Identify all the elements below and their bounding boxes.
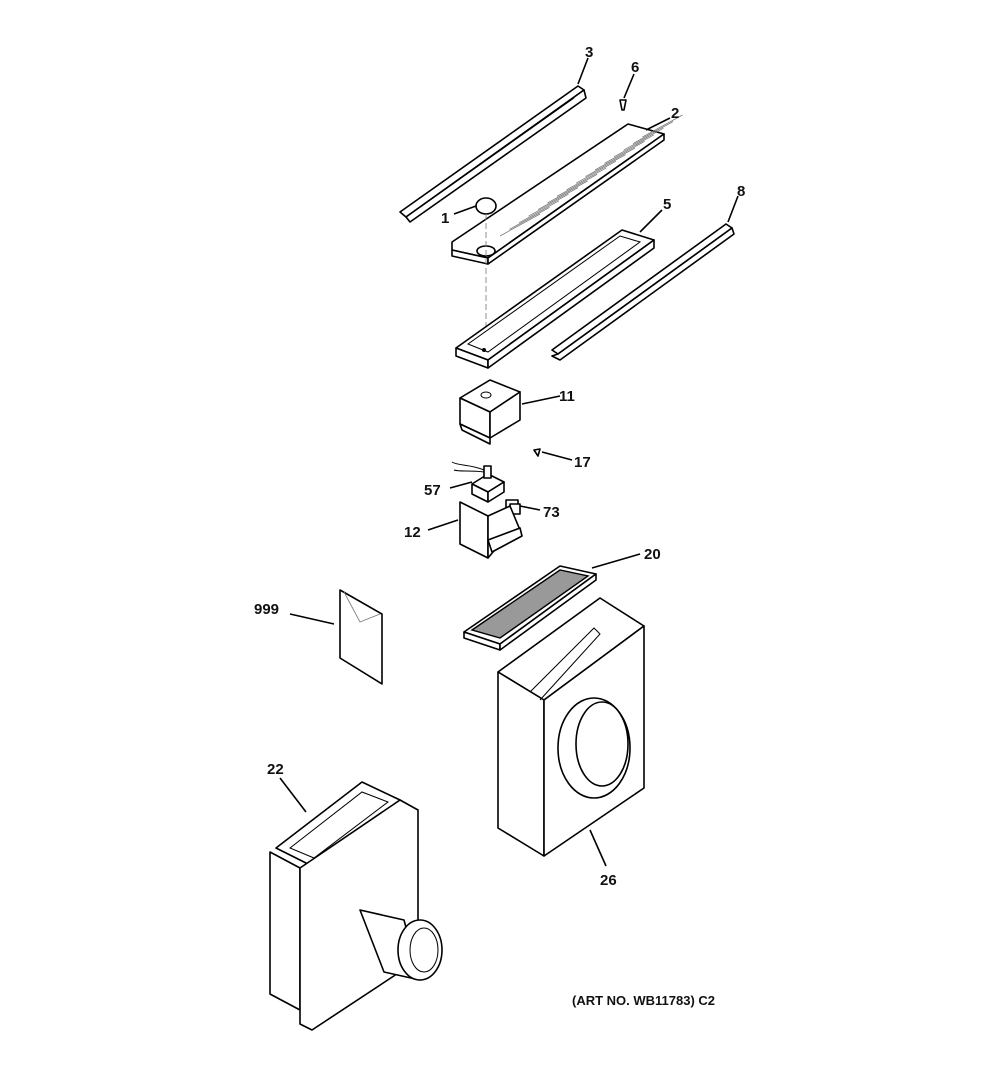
label-8: 8 [737,183,745,200]
grille-slot [537,187,579,210]
part-22-blower-duct [269,781,443,1031]
grille-slot [642,114,683,138]
label-22: 22 [267,761,284,778]
grille-slot [604,141,645,164]
part-11-bracket [459,379,521,445]
part-5-tray [455,229,655,369]
part-8-trim-rail [551,223,735,361]
label-17: 17 [574,454,591,471]
label-6: 6 [631,59,639,76]
part-20-filter [463,565,597,651]
grille-slot [632,121,674,144]
label-11: 11 [559,388,575,405]
part-26-blower-housing [497,597,645,857]
label-999: 999 [254,601,279,618]
grille-slot [566,167,607,191]
leader-lines [279,57,739,867]
grille-slot [613,134,655,158]
grille-slot [528,193,569,217]
grille-slot [585,154,626,177]
label-5: 5 [663,196,671,213]
part-999-literature [339,589,383,685]
grille-slot [509,207,550,230]
callout-labels: 3 6 2 1 5 8 11 17 57 73 12 20 999 22 26 … [254,44,745,1008]
grille-slot [594,147,636,171]
grille-slot [623,127,664,151]
grille-slot [556,174,598,197]
label-3: 3 [585,44,593,61]
label-12: 12 [404,524,421,541]
art-number: (ART NO. WB11783) C2 [572,993,715,1008]
part-6-screw [619,99,627,111]
part-3-trim-rail [399,85,587,223]
label-2: 2 [671,105,679,122]
label-57: 57 [424,482,441,499]
part-57-switch [451,461,505,503]
label-73: 73 [543,504,560,521]
label-20: 20 [644,546,661,563]
grille-slot [575,160,617,184]
grille-slot [499,213,541,237]
part-17-screw [533,448,541,457]
grille-slot [547,180,588,204]
part-2-grille [451,114,683,265]
part-12-bracket [459,501,523,559]
label-26: 26 [600,872,617,889]
grille-slot [518,200,560,224]
label-1: 1 [441,210,449,227]
